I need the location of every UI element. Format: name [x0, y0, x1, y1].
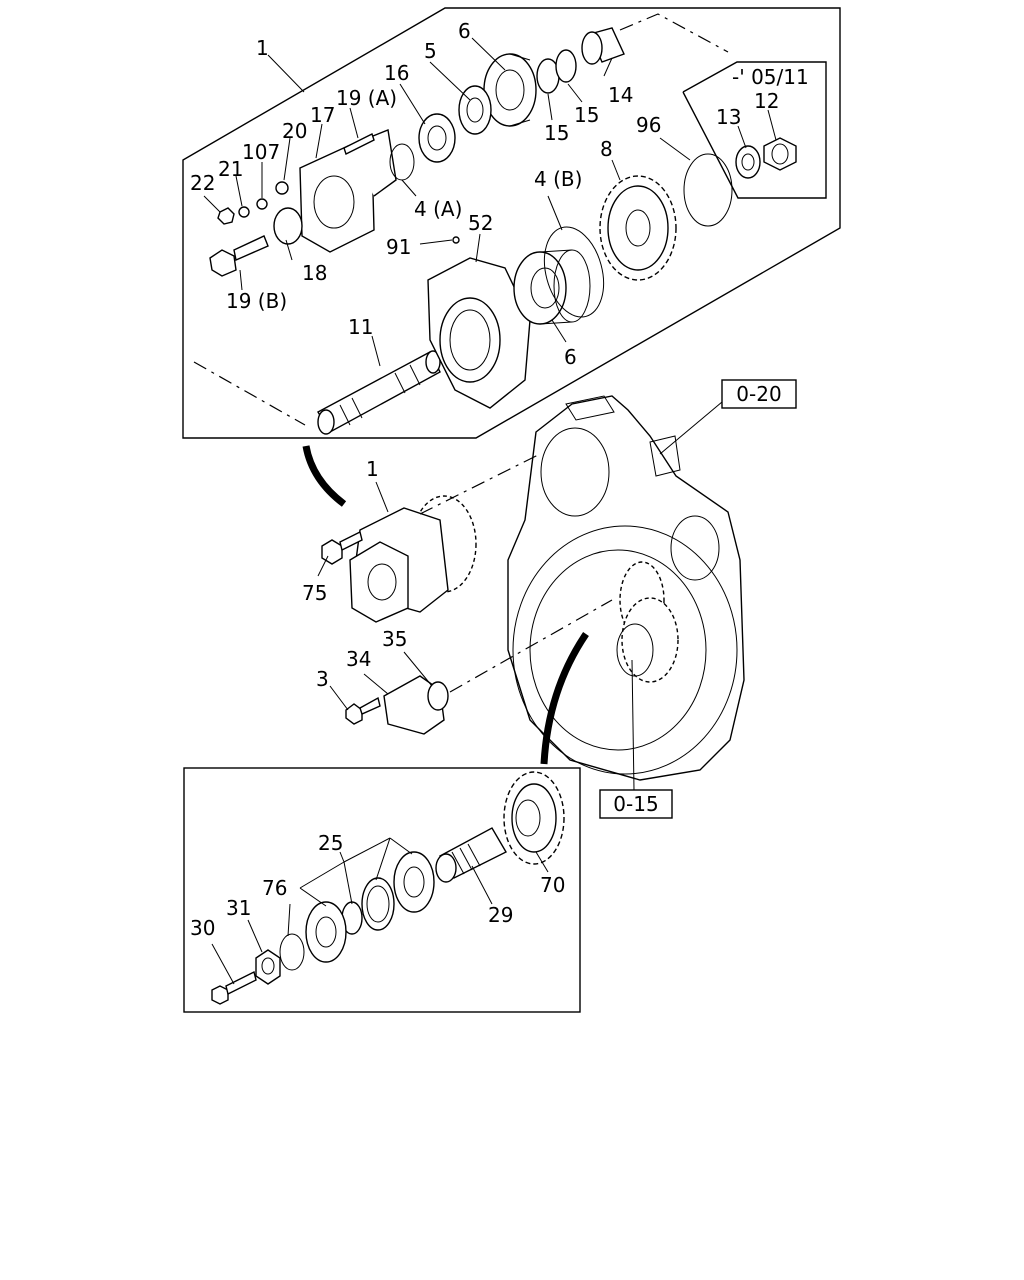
label-5: 5	[424, 39, 437, 63]
label-6-top: 6	[458, 19, 471, 43]
label-1-top: 1	[256, 36, 269, 60]
housing-part	[427, 257, 531, 409]
nut-31	[255, 949, 281, 985]
label-91: 91	[386, 235, 411, 259]
label-14: 14	[608, 83, 633, 107]
pto-assembly	[349, 495, 477, 623]
leader-lines-top	[203, 37, 777, 367]
plug-part	[452, 236, 460, 244]
shaft-part	[317, 350, 441, 435]
shaft-29	[435, 827, 507, 883]
label-31: 31	[226, 896, 251, 920]
snap-ring-76	[279, 933, 305, 971]
label-21: 21	[218, 157, 243, 181]
bearings-25	[305, 851, 435, 963]
label-17: 17	[310, 103, 335, 127]
label-35: 35	[382, 627, 407, 651]
label-25: 25	[318, 831, 343, 855]
snap-ring-part	[683, 153, 733, 227]
small-ring-part	[256, 198, 268, 210]
leader-lines-bottom	[211, 837, 549, 985]
connector-arrow-top	[302, 445, 347, 507]
nut-part	[763, 137, 797, 171]
label-18: 18	[302, 261, 327, 285]
label-76: 76	[262, 876, 287, 900]
bearing-part	[513, 249, 591, 325]
label-52: 52	[468, 211, 493, 235]
label-70: 70	[540, 873, 565, 897]
label-8: 8	[600, 137, 613, 161]
part-labels: 1 5 6 16 19 (A) 17 20 107 21 22 15 15 14…	[190, 19, 779, 940]
label-11: 11	[348, 315, 373, 339]
o-ring-part	[543, 226, 605, 318]
label-34: 34	[346, 647, 371, 671]
gear-part	[599, 175, 677, 281]
ref-box-top	[721, 379, 797, 409]
bolt-30	[211, 970, 257, 1005]
top-detail-panel	[182, 7, 841, 439]
dash-line-mid-1	[419, 453, 541, 515]
label-30: 30	[190, 916, 215, 940]
cover-plate	[383, 675, 449, 735]
label-6-bot: 6	[564, 345, 577, 369]
connector-arrow-bottom	[540, 632, 589, 765]
bearing-upper-part	[418, 53, 537, 163]
bolt-a-part	[343, 133, 375, 155]
label-96: 96	[636, 113, 661, 137]
label-13: 13	[716, 105, 741, 129]
ring-part-2	[555, 49, 577, 83]
label-19b: 19 (B)	[226, 289, 287, 313]
sleeve-part	[581, 27, 625, 65]
label-4a: 4 (A)	[414, 197, 462, 221]
label-75: 75	[302, 581, 327, 605]
washer-part	[735, 145, 761, 179]
gear-70	[503, 771, 565, 865]
lock-washer-part	[238, 206, 250, 218]
label-22: 22	[190, 171, 215, 195]
label-29: 29	[488, 903, 513, 927]
ref-label-bottom: 0-15	[613, 792, 658, 816]
ref-label-top: 0-20	[736, 382, 781, 406]
label-107: 107	[242, 140, 280, 164]
label-15b: 15	[574, 103, 599, 127]
label-4b: 4 (B)	[534, 167, 582, 191]
washer-18-part	[273, 207, 303, 245]
label-12: 12	[754, 89, 779, 113]
bolt-3	[345, 696, 381, 725]
small-nut-part	[217, 207, 235, 225]
label-15a: 15	[544, 121, 569, 145]
label-1-mid: 1	[366, 457, 379, 481]
dash-line-mid-2	[449, 599, 613, 693]
leader-lines-mid	[317, 401, 723, 791]
idler-gear	[616, 561, 679, 683]
label-19a: 19 (A)	[336, 86, 397, 110]
small-washer-part	[275, 181, 289, 195]
date-note: -' 05/11	[732, 65, 809, 89]
ref-box-bottom	[599, 789, 673, 819]
label-3: 3	[316, 667, 329, 691]
engine-housing	[507, 395, 745, 781]
bolt-b-part	[209, 235, 269, 277]
label-16: 16	[384, 61, 409, 85]
bottom-detail-panel	[183, 767, 581, 1013]
label-20: 20	[282, 119, 307, 143]
